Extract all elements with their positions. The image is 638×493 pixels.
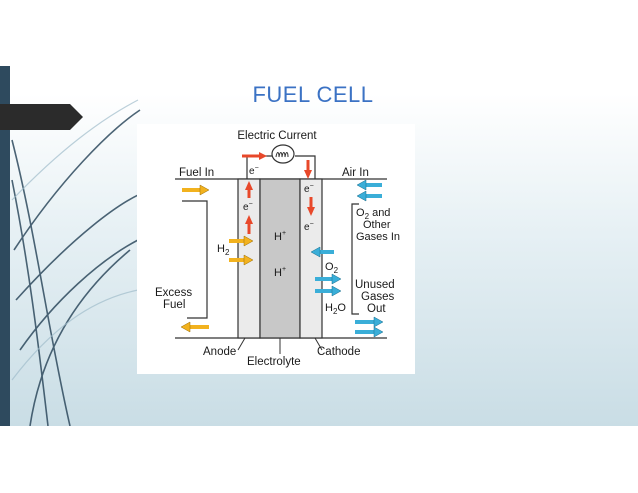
air-channel-line <box>351 203 359 315</box>
o2-and-label: O2 and <box>356 207 390 221</box>
cathode-pointer <box>314 337 323 351</box>
electron-label-anode: e− <box>243 201 253 213</box>
slide-title: FUEL CELL <box>252 82 374 107</box>
electron-label-top-left: e− <box>249 165 259 177</box>
anode-label: Anode <box>203 346 236 358</box>
h2-arrow-lower <box>229 254 254 266</box>
other-label: Other <box>363 219 391 231</box>
h2-label: H2 <box>217 243 230 257</box>
cathode-plate <box>299 178 323 339</box>
cathode-out-arrow-lower <box>315 285 342 297</box>
electron-label-cathode-upper: e− <box>304 183 314 195</box>
gases-out-arrow-upper <box>355 316 384 328</box>
cathode-out-arrow-upper <box>315 273 342 285</box>
cathode-electron-arrow-top <box>304 160 312 179</box>
bottom-margin <box>0 426 638 493</box>
fuel-label: Fuel <box>163 299 185 311</box>
bulb-icon <box>271 144 295 164</box>
electric-current-label: Electric Current <box>237 130 317 142</box>
slide: FUEL CELL Electric Current e− Fuel In Ai… <box>0 0 638 426</box>
h2-arrow-upper <box>229 235 254 247</box>
air-in-label: Air In <box>342 167 369 179</box>
fuel-in-label: Fuel In <box>179 167 214 179</box>
proton-label-lower: H+ <box>274 266 286 279</box>
anode-electron-arrow-upper <box>245 181 253 198</box>
decorative-swirl <box>11 99 151 426</box>
proton-label-upper: H+ <box>274 230 286 243</box>
o2-label: O2 <box>325 261 339 275</box>
air-in-arrow-lower <box>356 190 382 202</box>
anode-pointer <box>237 337 246 351</box>
fuel-cell-diagram: Electric Current e− Fuel In Air In <box>137 124 415 374</box>
fuel-in-arrow <box>182 184 210 196</box>
left-accent-bar <box>0 66 10 426</box>
electrolyte-label: Electrolyte <box>247 356 301 368</box>
air-in-arrow-upper <box>356 179 382 191</box>
cathode-label: Cathode <box>317 346 360 358</box>
electron-label-cathode-lower: e− <box>304 221 314 233</box>
electrolyte-layer <box>259 178 301 339</box>
anode-electron-arrow-lower <box>245 215 253 234</box>
out-label: Out <box>367 303 386 315</box>
gases-in-label: Gases In <box>356 231 400 243</box>
gases-label: Gases <box>361 291 394 303</box>
cathode-electron-arrow-middle <box>307 197 315 216</box>
title-tab <box>0 104 83 130</box>
unused-label: Unused <box>355 279 395 291</box>
gases-out-arrow-lower <box>355 326 384 338</box>
excess-fuel-arrow <box>180 321 209 333</box>
excess-label: Excess <box>155 287 192 299</box>
fuel-channel-line <box>182 200 208 319</box>
current-arrow <box>242 152 267 160</box>
o2-arrow-in <box>310 246 334 258</box>
h2o-label: H2O <box>325 302 346 316</box>
